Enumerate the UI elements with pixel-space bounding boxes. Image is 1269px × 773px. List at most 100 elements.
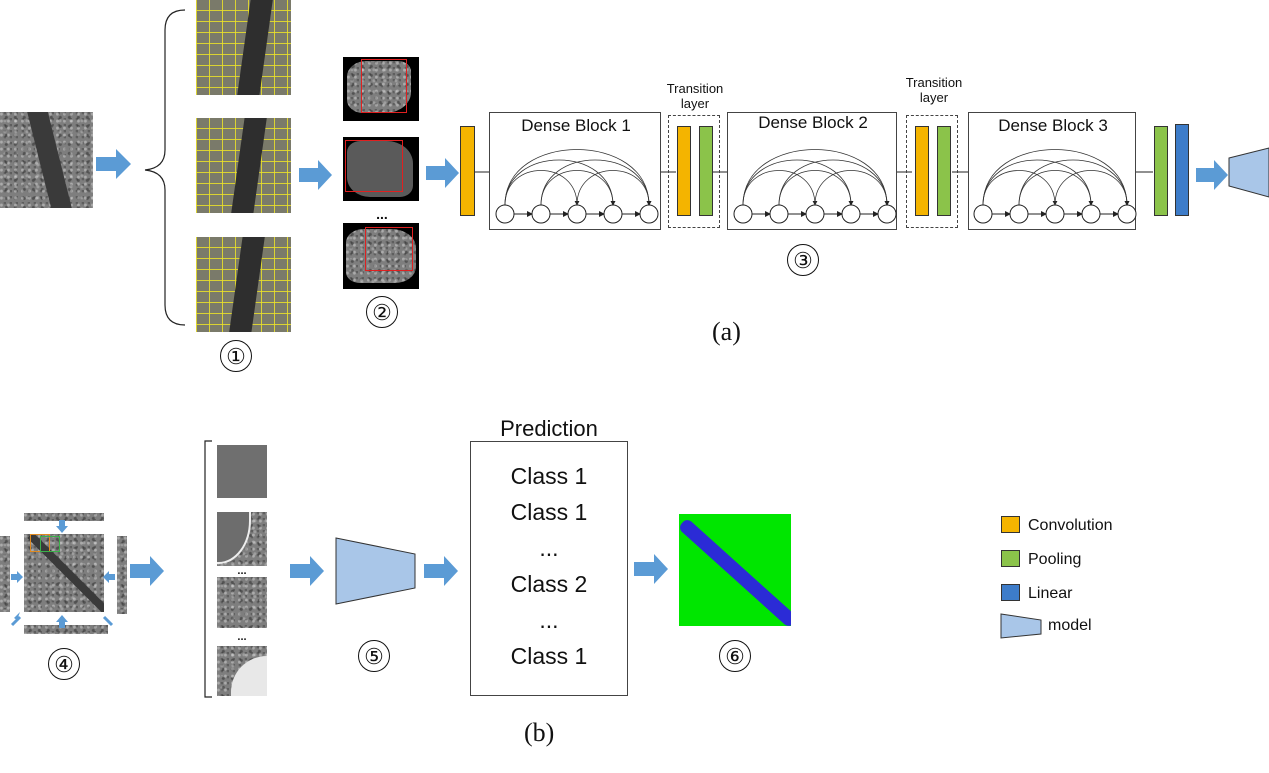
transition-pool-1 xyxy=(699,126,713,216)
dense-block-3-node-1 xyxy=(1009,204,1029,224)
panel-b-caption: (b) xyxy=(524,718,555,747)
dense-block-3-node-2 xyxy=(1045,204,1065,224)
superpixel-image-1 xyxy=(196,0,291,95)
dense-block-3-skip-0-2 xyxy=(982,170,1058,206)
arrow-patches-to-model xyxy=(290,556,324,586)
shifted-image-bottom xyxy=(24,625,108,634)
arrow-input-to-seg xyxy=(96,149,131,179)
prediction-item-3: ... xyxy=(539,535,559,561)
dense-block-3-skip-0-4 xyxy=(982,149,1130,206)
step-3-label: ③ xyxy=(787,244,819,276)
arrow-patches-to-net xyxy=(426,158,459,188)
patch-b-3 xyxy=(217,577,267,628)
bracket-b xyxy=(204,440,212,698)
final-pool-layer xyxy=(1154,126,1168,216)
dense-block-1-skip-2-4 xyxy=(576,170,652,206)
shifted-image-left xyxy=(0,536,10,612)
dense-block-2-skip-1-4 xyxy=(778,159,890,206)
dense-block-1-skip-0-4 xyxy=(504,149,652,206)
dense-block-1-node-0 xyxy=(495,204,515,224)
prediction-item-6: Class 1 xyxy=(510,643,588,669)
linear-layer xyxy=(1175,124,1189,216)
dense-block-2-node-0 xyxy=(733,204,753,224)
dense-block-3-skip-0-3 xyxy=(982,159,1094,206)
transition-layer-1 xyxy=(668,115,720,228)
dense-block-2-node-3 xyxy=(841,204,861,224)
conv-layer-input xyxy=(460,126,475,216)
prediction-item-1: Class 1 xyxy=(510,463,588,489)
legend-label-convolution: Convolution xyxy=(1028,517,1113,534)
shifted-image-right xyxy=(117,536,127,614)
prediction-item-5: ... xyxy=(539,607,559,633)
step-6-label: ⑥ xyxy=(719,640,751,672)
legend-swatch-linear xyxy=(1001,584,1020,601)
dense-block-1-title: Dense Block 1 xyxy=(521,116,631,135)
dense-block-1-skip-1-3 xyxy=(540,170,616,206)
dense-block-2-skip-0-2 xyxy=(742,170,818,206)
patches-ellipsis: ... xyxy=(376,206,388,222)
prediction-title: Prediction xyxy=(500,416,598,441)
shift-arrow-up xyxy=(56,615,68,628)
legend-swatch-convolution xyxy=(1001,516,1020,533)
dense-block-1-node-4 xyxy=(639,204,659,224)
dense-block-2-skip-2-4 xyxy=(814,170,890,206)
dense-block-1-skip-0-3 xyxy=(504,159,616,206)
dense-block-1-skip-1-4 xyxy=(540,159,652,206)
brace-a xyxy=(144,9,186,326)
shift-arrow-down xyxy=(56,520,68,533)
arrow-model-to-prediction xyxy=(424,556,458,586)
dense-block-2-skip-1-3 xyxy=(778,170,854,206)
dense-block-1-node-2 xyxy=(567,204,587,224)
full-image-b xyxy=(24,534,104,612)
input-sem-image xyxy=(0,112,93,208)
transition-conv-2 xyxy=(915,126,929,216)
transition-conv-1 xyxy=(677,126,691,216)
dense-block-3-node-3 xyxy=(1081,204,1101,224)
shift-arrow-diag-bl xyxy=(14,612,20,620)
legend-label-model: model xyxy=(1048,617,1092,634)
patch-image-3 xyxy=(343,223,419,289)
arrow-seg-to-patches xyxy=(299,160,332,190)
dense-block-2-skip-0-3 xyxy=(742,159,854,206)
shift-arrow-right xyxy=(11,571,23,583)
segmentation-map xyxy=(679,514,791,626)
step-5-label: ⑤ xyxy=(358,640,390,672)
patches-b-ellipsis-2: ... xyxy=(237,631,247,643)
patch-image-2 xyxy=(343,137,419,201)
dense-block-1-node-1 xyxy=(531,204,551,224)
shift-arrow-left xyxy=(103,571,115,583)
patches-b-ellipsis-1: ... xyxy=(237,565,247,577)
dense-block-1-skip-0-2 xyxy=(504,170,580,206)
step-1-label: ① xyxy=(220,340,252,372)
panel-a-caption: (a) xyxy=(712,317,741,346)
patch-b-1 xyxy=(217,445,267,498)
legend-swatch-pooling xyxy=(1001,550,1020,567)
arrow-net-to-model xyxy=(1196,160,1228,190)
patch-b-2 xyxy=(217,512,267,566)
transition-label-1: Transition layer xyxy=(666,81,724,111)
transition-pool-2 xyxy=(937,126,951,216)
step-2-label: ② xyxy=(366,296,398,328)
shifted-image-top xyxy=(24,513,104,521)
dense-block-3-skip-1-4 xyxy=(1018,159,1130,206)
model-shape-a xyxy=(1228,147,1269,198)
dense-block-2-node-1 xyxy=(769,204,789,224)
model-shape-b xyxy=(335,537,416,605)
dense-block-2-node-2 xyxy=(805,204,825,224)
patch-b-4 xyxy=(217,646,267,696)
prediction-item-4: Class 2 xyxy=(510,571,588,597)
legend-label-pooling: Pooling xyxy=(1028,551,1082,568)
prediction-box: Class 1 Class 1 ... Class 2 ... Class 1 xyxy=(470,441,628,696)
dense-block-1-node-3 xyxy=(603,204,623,224)
superpixel-image-2 xyxy=(196,118,291,213)
step-4-label: ④ xyxy=(48,648,80,680)
superpixel-image-3 xyxy=(196,237,291,332)
dense-block-2-node-4 xyxy=(877,204,897,224)
patch-image-1 xyxy=(343,57,419,121)
transition-layer-2 xyxy=(906,115,958,228)
dense-block-3-title: Dense Block 3 xyxy=(998,116,1108,135)
arrow-prediction-to-map xyxy=(634,554,668,584)
dense-block-3-skip-2-4 xyxy=(1054,170,1130,206)
